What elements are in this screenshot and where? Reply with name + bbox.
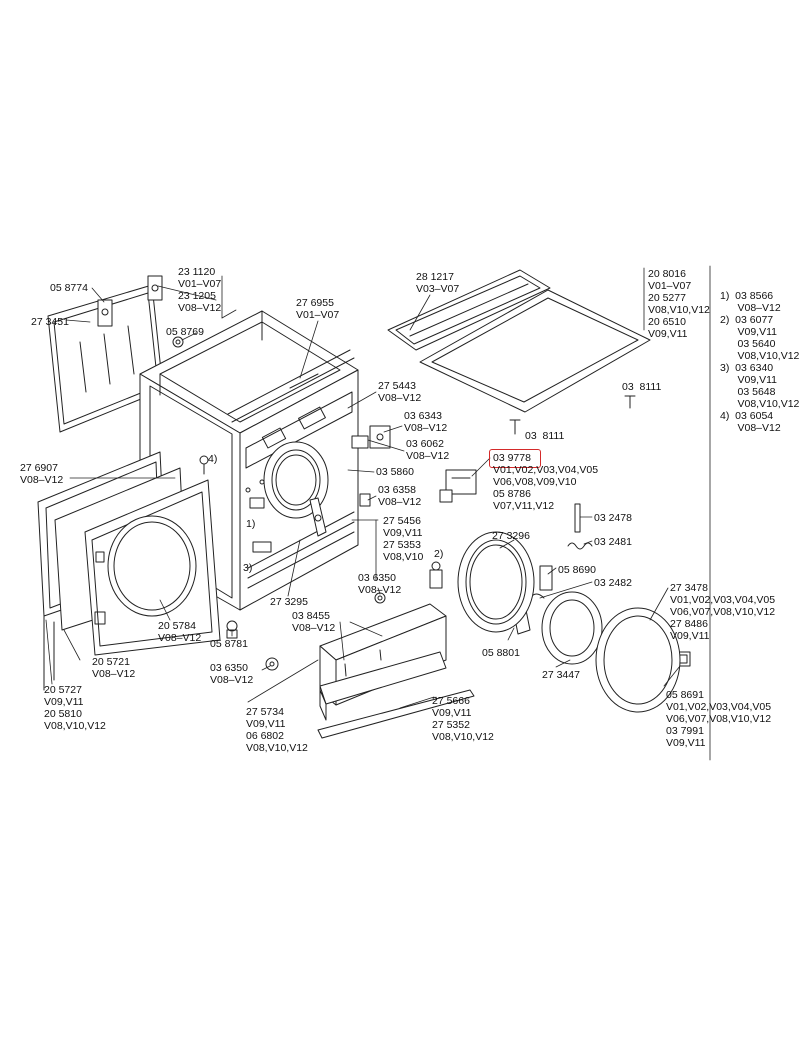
callout-03-5860: 03 5860 (376, 466, 414, 478)
door-assembly (457, 531, 681, 713)
rear-panel (47, 275, 164, 433)
callout-27-3296: 27 3296 (492, 530, 530, 542)
callout-27-3447: 27 3447 (542, 669, 580, 681)
top-lid (387, 269, 651, 435)
callout-05-8774: 05 8774 (50, 282, 88, 294)
callout-03-9778: 03 9778 (493, 452, 531, 464)
callout-05-8781: 05 8781 (210, 638, 248, 650)
callout-03-2481: 03 2481 (594, 536, 632, 548)
callout-05-8801: 05 8801 (482, 647, 520, 659)
marker-1: 1) (246, 518, 256, 530)
marker-3: 3) (243, 562, 253, 574)
callout-03-8111-b: 03 8111 (525, 430, 565, 442)
callout-27-3295: 27 3295 (270, 596, 308, 608)
marker-4: 4) (208, 453, 218, 465)
marker-2: 2) (434, 548, 444, 560)
callout-05-8690: 05 8690 (558, 564, 596, 576)
front-panels (37, 451, 221, 691)
leader-lines (45, 265, 711, 761)
highlight-box-03-9778 (489, 449, 541, 468)
plinth-parts (317, 561, 475, 739)
callout-05-8769: 05 8769 (166, 326, 204, 338)
callout-03-2482: 03 2482 (594, 577, 632, 589)
small-parts (172, 336, 691, 671)
callout-03-2478: 03 2478 (594, 512, 632, 524)
callout-03-8111-a: 03 8111 (622, 381, 662, 393)
callout-27-3451: 27 3451 (31, 316, 69, 328)
